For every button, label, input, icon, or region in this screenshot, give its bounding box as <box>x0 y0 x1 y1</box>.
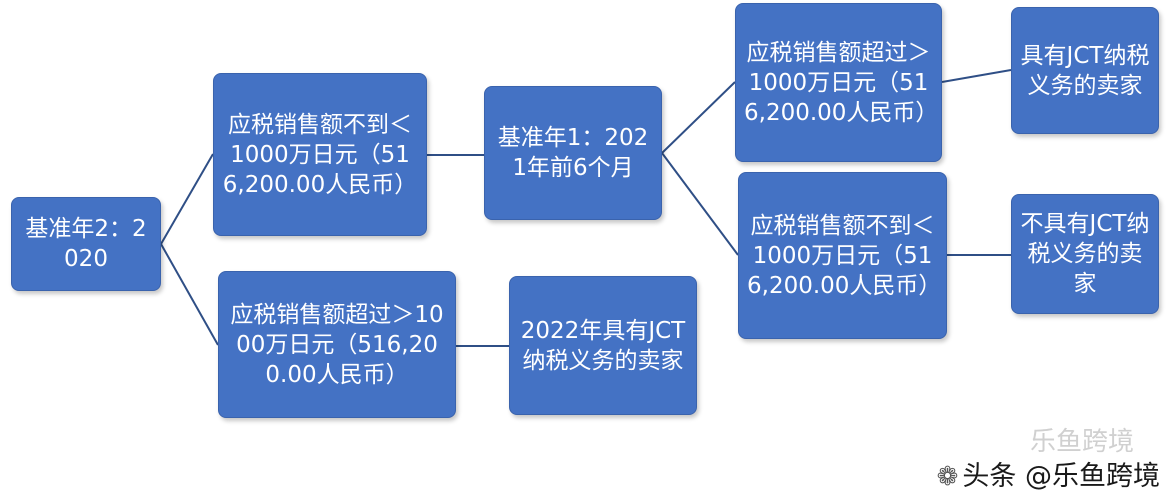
connector-base1-to-right-over <box>661 81 736 154</box>
connector-base1-to-right-under <box>661 152 739 256</box>
node-left-sales-under-label: 应税销售额不到＜1000万日元（516,200.00人民币） <box>222 111 418 198</box>
wechat-icon: ❁ <box>936 462 959 492</box>
node-right-sales-over: 应税销售额超过＞1000万日元（516,200.00人民币） <box>735 3 942 162</box>
node-left-sales-under: 应税销售额不到＜1000万日元（516,200.00人民币） <box>213 73 427 236</box>
node-jct-seller: 具有JCT纳税义务的卖家 <box>1011 7 1159 134</box>
connector-base2-to-left-over <box>160 243 219 346</box>
node-right-sales-under: 应税销售额不到＜1000万日元（516,200.00人民币） <box>738 172 947 339</box>
node-right-sales-under-label: 应税销售额不到＜1000万日元（516,200.00人民币） <box>747 212 942 299</box>
node-left-sales-over: 应税销售额超过＞1000万日元（516,200.00人民币） <box>218 271 456 418</box>
node-seller-2022: 2022年具有JCT纳税义务的卖家 <box>509 276 697 415</box>
node-right-sales-over-label: 应税销售额超过＞1000万日元（516,200.00人民币） <box>744 39 939 126</box>
connector-right-over-to-jct-yes <box>941 69 1012 83</box>
node-base-year-2: 基准年2：2020 <box>11 197 161 291</box>
watermark: ❁ 头条 @乐鱼跨境 <box>936 461 1160 493</box>
node-base-year-1: 基准年1：2021年前6个月 <box>484 86 662 220</box>
node-jct-seller-label: 具有JCT纳税义务的卖家 <box>1020 42 1150 99</box>
connector-base2-to-left-under <box>160 153 214 245</box>
node-left-sales-over-label: 应税销售额超过＞1000万日元（516,200.00人民币） <box>230 301 444 388</box>
watermark-text: 头条 @乐鱼跨境 <box>962 461 1160 492</box>
node-non-jct-seller: 不具有JCT纳税义务的卖家 <box>1011 194 1159 314</box>
node-non-jct-seller-label: 不具有JCT纳税义务的卖家 <box>1020 211 1150 297</box>
node-seller-2022-label: 2022年具有JCT纳税义务的卖家 <box>520 317 686 374</box>
node-base-year-2-label: 基准年2：2020 <box>25 216 147 272</box>
watermark-faint: 乐鱼跨境 <box>1029 427 1134 457</box>
node-base-year-1-label: 基准年1：2021年前6个月 <box>497 125 649 181</box>
